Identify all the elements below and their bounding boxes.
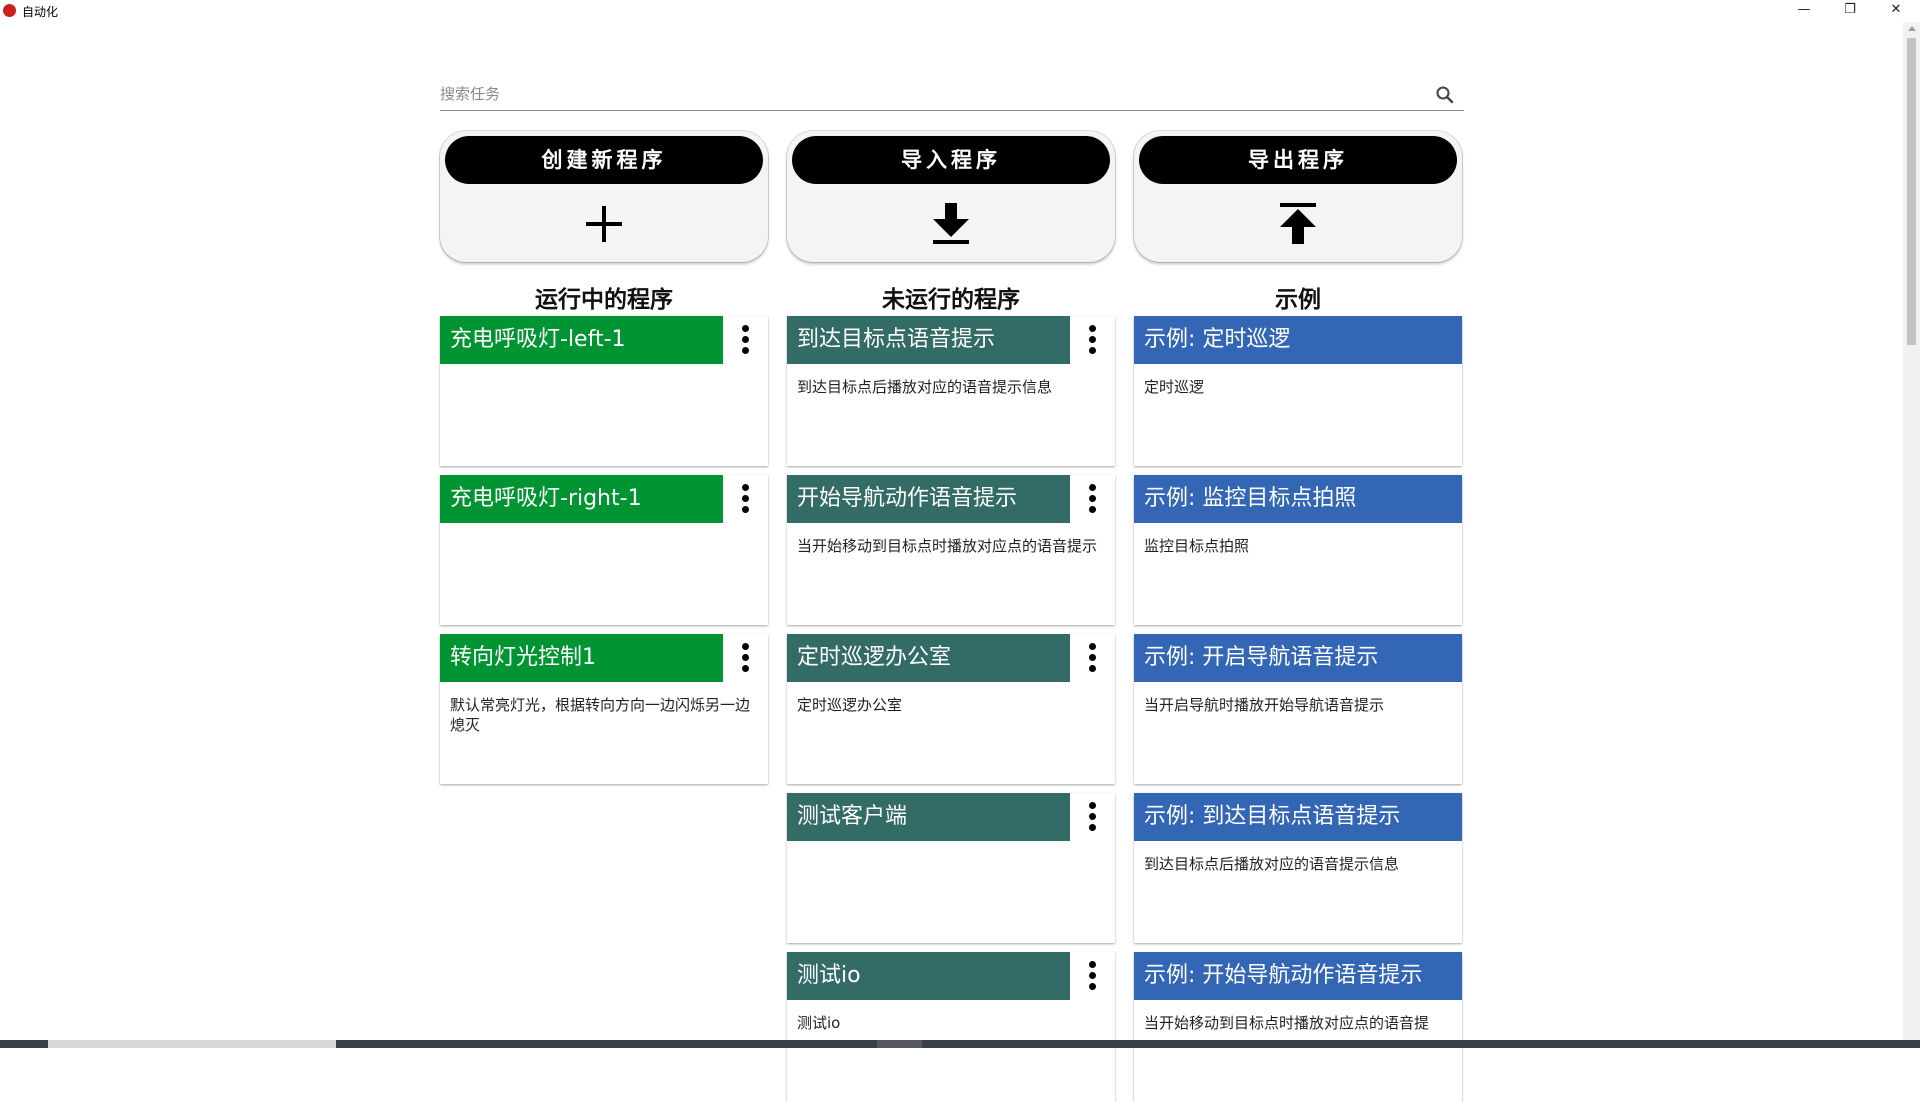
card-description: 监控目标点拍照 (1144, 537, 1250, 555)
card-description: 定时巡逻办公室 (797, 696, 903, 714)
plus-icon (586, 206, 622, 242)
card-title[interactable]: 充电呼吸灯-left-1 (440, 316, 723, 364)
card-description: 当开始移动到目标点时播放对应点的语音提 (1144, 1014, 1430, 1032)
running-programs-header: 运行中的程序 (535, 287, 673, 313)
stopped-programs-header: 未运行的程序 (882, 287, 1020, 313)
search-input[interactable] (440, 82, 1400, 106)
card-description: 到达目标点后播放对应的语音提示信息 (1144, 855, 1400, 873)
more-options-icon[interactable] (1070, 475, 1115, 523)
scrollbar-thumb[interactable] (1907, 38, 1916, 345)
card-title[interactable]: 到达目标点语音提示 (787, 316, 1070, 364)
search-bar (440, 82, 1464, 111)
card-title[interactable]: 测试客户端 (787, 793, 1070, 841)
card-title[interactable]: 测试io (787, 952, 1070, 1000)
download-icon (933, 203, 969, 244)
window-title: 自动化 (22, 5, 59, 19)
examples-header: 示例 (1275, 287, 1321, 313)
app-logo-icon (3, 4, 16, 17)
program-card[interactable]: 转向灯光控制1 默认常亮灯光，根据转向方向一边闪烁另一边熄灭 (440, 634, 768, 784)
example-card[interactable]: 示例: 开始导航动作语音提示 当开始移动到目标点时播放对应点的语音提 (1134, 952, 1462, 1102)
import-program-label: 导入程序 (792, 136, 1110, 184)
taskbar-item[interactable] (877, 1040, 922, 1048)
search-icon[interactable] (1434, 84, 1456, 106)
vertical-scrollbar[interactable] (1903, 22, 1920, 1040)
taskbar-item[interactable] (48, 1040, 336, 1048)
minimize-icon[interactable]: — (1797, 2, 1811, 17)
taskbar-strip (0, 1040, 1920, 1048)
example-card[interactable]: 示例: 定时巡逻 定时巡逻 (1134, 316, 1462, 466)
create-program-label: 创建新程序 (445, 136, 763, 184)
close-icon[interactable]: ✕ (1890, 2, 1902, 17)
card-title[interactable]: 示例: 开始导航动作语音提示 (1134, 952, 1462, 1000)
program-card[interactable]: 测试io 测试io (787, 952, 1115, 1102)
card-description: 到达目标点后播放对应的语音提示信息 (797, 378, 1053, 396)
more-options-icon[interactable] (1070, 634, 1115, 682)
card-description: 当开始移动到目标点时播放对应点的语音提示 (797, 537, 1098, 555)
program-card[interactable]: 充电呼吸灯-left-1 (440, 316, 768, 466)
card-description: 默认常亮灯光，根据转向方向一边闪烁另一边熄灭 (450, 696, 751, 734)
program-card[interactable]: 到达目标点语音提示 到达目标点后播放对应的语音提示信息 (787, 316, 1115, 466)
more-options-icon[interactable] (1070, 316, 1115, 364)
upload-icon (1280, 203, 1316, 244)
more-options-icon[interactable] (723, 634, 768, 682)
program-card[interactable]: 开始导航动作语音提示 当开始移动到目标点时播放对应点的语音提示 (787, 475, 1115, 625)
more-options-icon[interactable] (723, 316, 768, 364)
card-title[interactable]: 转向灯光控制1 (440, 634, 723, 682)
card-title[interactable]: 示例: 开启导航语音提示 (1134, 634, 1462, 682)
program-card[interactable]: 充电呼吸灯-right-1 (440, 475, 768, 625)
card-title[interactable]: 示例: 到达目标点语音提示 (1134, 793, 1462, 841)
card-description: 当开启导航时播放开始导航语音提示 (1144, 696, 1385, 714)
more-options-icon[interactable] (723, 475, 768, 523)
title-bar: 自动化 — ❐ ✕ (0, 0, 1920, 22)
card-description: 定时巡逻 (1144, 378, 1205, 396)
restore-icon[interactable]: ❐ (1844, 2, 1856, 17)
example-card[interactable]: 示例: 开启导航语音提示 当开启导航时播放开始导航语音提示 (1134, 634, 1462, 784)
create-program-button[interactable]: 创建新程序 (440, 131, 768, 262)
card-title[interactable]: 定时巡逻办公室 (787, 634, 1070, 682)
export-program-button[interactable]: 导出程序 (1134, 131, 1462, 262)
card-description: 测试io (797, 1014, 841, 1032)
program-card[interactable]: 定时巡逻办公室 定时巡逻办公室 (787, 634, 1115, 784)
more-options-icon[interactable] (1070, 952, 1115, 1000)
card-title[interactable]: 开始导航动作语音提示 (787, 475, 1070, 523)
card-title[interactable]: 示例: 定时巡逻 (1134, 316, 1462, 364)
scroll-up-arrow-icon[interactable] (1908, 26, 1916, 31)
card-title[interactable]: 充电呼吸灯-right-1 (440, 475, 723, 523)
import-program-button[interactable]: 导入程序 (787, 131, 1115, 262)
example-card[interactable]: 示例: 到达目标点语音提示 到达目标点后播放对应的语音提示信息 (1134, 793, 1462, 943)
program-card[interactable]: 测试客户端 (787, 793, 1115, 943)
example-card[interactable]: 示例: 监控目标点拍照 监控目标点拍照 (1134, 475, 1462, 625)
card-title[interactable]: 示例: 监控目标点拍照 (1134, 475, 1462, 523)
export-program-label: 导出程序 (1139, 136, 1457, 184)
more-options-icon[interactable] (1070, 793, 1115, 841)
